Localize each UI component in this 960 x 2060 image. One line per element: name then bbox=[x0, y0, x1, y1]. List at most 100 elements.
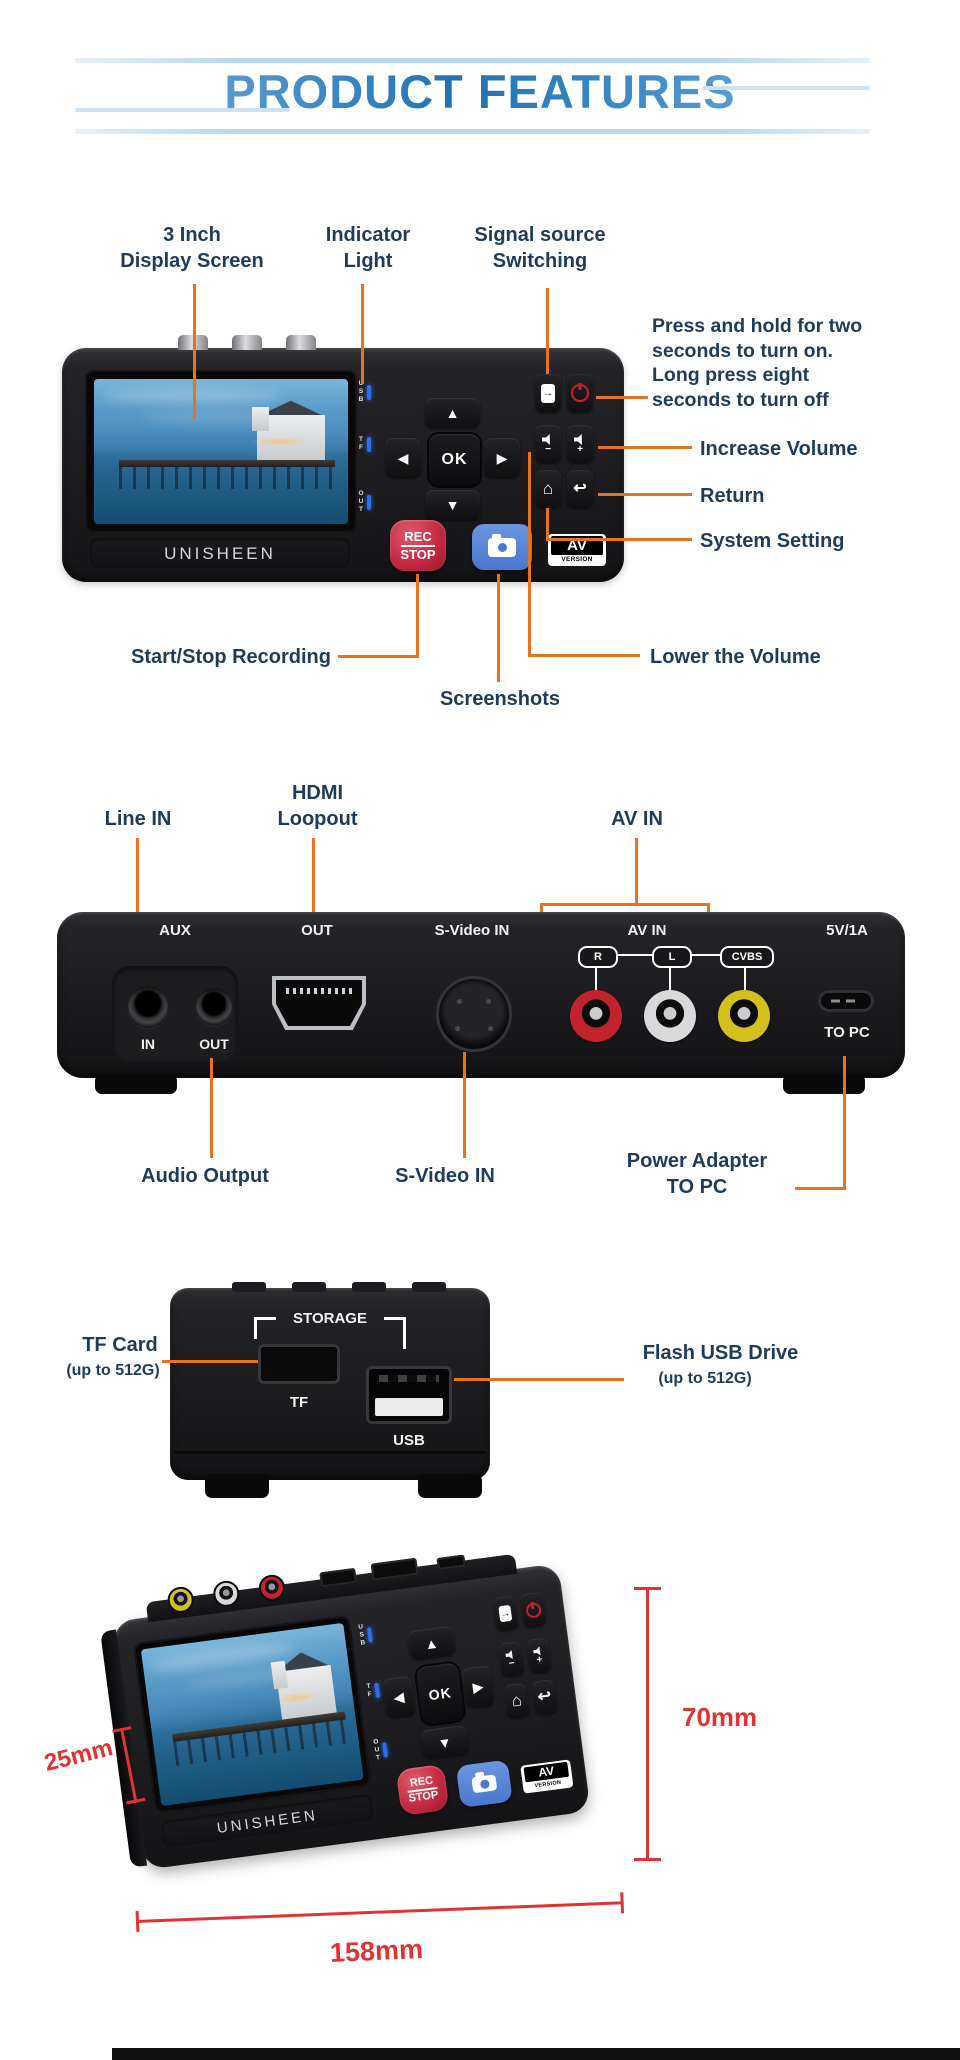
pier-deck bbox=[119, 460, 336, 468]
home-icon bbox=[543, 480, 553, 499]
home-button bbox=[535, 470, 561, 508]
ok-button: OK bbox=[427, 432, 482, 488]
device-foot-left bbox=[95, 1074, 177, 1094]
rca-tag-stub-l bbox=[669, 966, 671, 992]
rca-r-text: R bbox=[594, 951, 602, 963]
usbc-port bbox=[818, 990, 874, 1012]
plus-icon bbox=[577, 446, 583, 454]
callout-power-note: Press and hold for two seconds to turn o… bbox=[652, 315, 863, 411]
return-button bbox=[567, 470, 593, 508]
rca-tag-stub-cvbs bbox=[744, 966, 746, 992]
down-button bbox=[425, 490, 480, 520]
indicator-usb-label: USB bbox=[357, 380, 365, 404]
volume-up-button bbox=[525, 1637, 553, 1674]
svideo-pin bbox=[486, 999, 491, 1004]
header-line-top bbox=[75, 58, 870, 63]
screen-image-pier bbox=[94, 379, 348, 524]
signal-source-icon bbox=[498, 1604, 513, 1623]
indicator-usb: USB bbox=[356, 1622, 373, 1648]
display-screen bbox=[132, 1614, 372, 1814]
callout-line-increase-volume bbox=[598, 446, 692, 449]
rca-jack-red bbox=[570, 990, 622, 1042]
hdmi-port-inner bbox=[276, 980, 362, 1026]
svideo-pin bbox=[488, 1026, 493, 1031]
header-line-right bbox=[702, 86, 870, 90]
callout-usb-drive: Flash USB Drive bbox=[642, 1342, 799, 1364]
stop-label: STOP bbox=[407, 1788, 440, 1805]
aux-in-jack bbox=[127, 986, 169, 1028]
indicator-out: OUT bbox=[357, 490, 371, 514]
callout-power-adapter: Power Adapter TO PC bbox=[626, 1150, 768, 1198]
rca-tag-link-1 bbox=[616, 954, 652, 956]
signal-source-button bbox=[535, 374, 561, 412]
callout-line-hdmi bbox=[312, 838, 315, 948]
callout-tf-card-sub: (up to 512G) bbox=[66, 1362, 160, 1379]
callout-start-stop: Start/Stop Recording bbox=[130, 646, 331, 668]
callout-av-in: AV IN bbox=[611, 808, 663, 830]
callout-indicator-light: Indicator Light bbox=[325, 224, 411, 272]
storage-bracket-left-h bbox=[254, 1317, 276, 1320]
indicator-out-label: OUT bbox=[372, 1738, 383, 1763]
camera-icon bbox=[471, 1774, 498, 1794]
right-button bbox=[461, 1665, 496, 1709]
callout-svideo-in: S-Video IN bbox=[395, 1165, 495, 1187]
rca-connector-top-3 bbox=[286, 335, 316, 350]
power-button bbox=[567, 374, 593, 412]
indicator-usb: USB bbox=[357, 380, 371, 404]
speaker-icon bbox=[541, 434, 550, 445]
dimension-line-width bbox=[135, 1892, 625, 1932]
display-screen bbox=[85, 370, 357, 533]
left-button bbox=[385, 438, 421, 478]
signal-source-icon bbox=[541, 383, 555, 403]
top-vent bbox=[352, 1282, 386, 1292]
hdmi-port bbox=[272, 976, 366, 1030]
dimension-height-value: 70mm bbox=[682, 1702, 758, 1732]
home-button bbox=[503, 1682, 530, 1720]
avin-label: AV IN bbox=[627, 922, 667, 939]
callout-usb-drive-sub: (up to 512G) bbox=[658, 1370, 752, 1387]
power-label: 5V/1A bbox=[826, 922, 868, 939]
screenshot-button bbox=[455, 1759, 513, 1809]
return-icon bbox=[537, 1687, 553, 1707]
callout-tf-card: TF Card bbox=[82, 1334, 158, 1356]
pier-pilings bbox=[119, 467, 336, 490]
svideo-pin bbox=[455, 1026, 460, 1031]
tf-led bbox=[366, 436, 371, 452]
rec-stop-button: REC STOP bbox=[390, 520, 446, 571]
ok-button: OK bbox=[413, 1660, 468, 1728]
callout-line-power bbox=[596, 396, 648, 399]
callout-line-svideo bbox=[463, 1052, 466, 1158]
aux-label: AUX bbox=[159, 922, 191, 939]
dpad: OK bbox=[376, 1621, 502, 1764]
pier-building-tower bbox=[270, 1660, 288, 1690]
device-foot-right bbox=[783, 1074, 865, 1094]
rec-label: REC bbox=[401, 529, 435, 547]
rca-tag-stub-r bbox=[595, 966, 597, 992]
aux-out-label: OUT bbox=[199, 1036, 229, 1052]
rca-jack-yellow bbox=[718, 990, 770, 1042]
usb-label: USB bbox=[393, 1432, 425, 1449]
callout-line-tf bbox=[162, 1360, 258, 1363]
device-perspective-view: USB TF OUT OK bbox=[100, 1553, 591, 1870]
tf-led bbox=[373, 1682, 380, 1698]
callout-line-system-setting-h bbox=[546, 538, 692, 541]
brand-bar: UNISHEEN bbox=[90, 538, 350, 569]
av-version-badge: AV VERSION bbox=[520, 1759, 574, 1794]
indicator-usb-label: USB bbox=[356, 1623, 367, 1648]
callout-line-avin bbox=[635, 838, 638, 905]
callout-screenshots: Screenshots bbox=[439, 688, 561, 710]
hdmi-port-pins bbox=[286, 988, 352, 994]
up-button bbox=[406, 1625, 457, 1661]
callout-line-in: Line IN bbox=[104, 808, 172, 830]
callout-line-rec-h bbox=[338, 655, 419, 658]
tf-card-slot bbox=[258, 1344, 340, 1384]
callout-increase-volume: Increase Volume bbox=[700, 438, 858, 460]
av-badge-bottom: VERSION bbox=[561, 556, 593, 563]
to-pc-label: TO PC bbox=[824, 1024, 870, 1041]
callout-line-power-adapter-v bbox=[843, 1056, 846, 1190]
rca-l-tag: L bbox=[652, 946, 692, 968]
indicator-out-label: OUT bbox=[357, 490, 365, 514]
aux-in-label: IN bbox=[141, 1036, 155, 1052]
callout-line-lower-volume-v bbox=[528, 452, 531, 657]
stop-label: STOP bbox=[400, 546, 436, 562]
